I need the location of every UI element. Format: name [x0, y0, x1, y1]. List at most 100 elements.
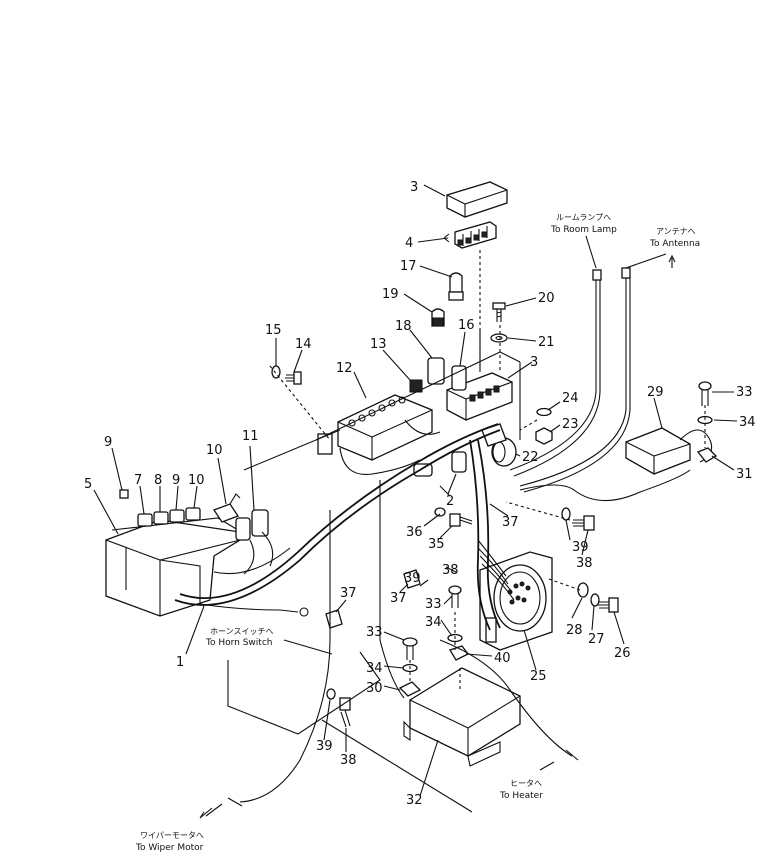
- callout-11: 10: [206, 443, 223, 458]
- callout-5: 5: [84, 477, 92, 492]
- destination-labels: ルームランプへ To Room Lamp アンテナへ To Antenna ホー…: [135, 213, 700, 853]
- antenna-label: To Antenna: [649, 239, 700, 249]
- callout-21: 20: [538, 291, 555, 306]
- indicator-lamp: [409, 357, 467, 393]
- callout-18: 17: [400, 259, 417, 274]
- switch-panel: [105, 517, 249, 617]
- bolt-27: [598, 597, 619, 613]
- clamp-31-lower: [398, 681, 422, 697]
- callout-36: 36: [406, 525, 423, 540]
- bulb-socket: [431, 308, 445, 327]
- callout-29: 28: [566, 623, 583, 638]
- callout-39-mid: 39: [404, 571, 421, 586]
- callout-6: 9: [104, 435, 112, 450]
- horn-switch-label-jp: ホーンスイッチへ: [210, 627, 273, 636]
- antenna-amplifier: [625, 427, 713, 475]
- callout-19: 18: [395, 319, 412, 334]
- callout-40: 40: [494, 651, 511, 666]
- callout-30: 29: [647, 385, 664, 400]
- callout-1: 1: [176, 655, 184, 670]
- callout-39-lower: 39: [316, 739, 333, 754]
- callout-8: 8: [154, 473, 162, 488]
- washer-39-lower: [326, 688, 336, 700]
- washer-36: [434, 507, 446, 517]
- terminal-block: [317, 394, 433, 461]
- wiper-motor-label-jp: ワイパーモータへ: [140, 831, 204, 840]
- callout-34-lower: 34: [366, 661, 383, 676]
- heater-control-box: [403, 667, 521, 767]
- room-lamp-label-jp: ルームランプへ: [556, 213, 611, 222]
- callout-38-lower: 38: [340, 753, 357, 768]
- clamp-37-left: [325, 609, 343, 629]
- callout-10: 10: [188, 473, 205, 488]
- bolt-33-lower: [402, 637, 418, 660]
- nut-24: [535, 427, 553, 445]
- callout-3-top: 3: [410, 180, 418, 195]
- heater-label-jp: ヒータへ: [510, 779, 542, 788]
- leader-lines: [93, 184, 738, 819]
- main-harness: [174, 267, 691, 807]
- bolt-38-right: [572, 515, 595, 531]
- callout-16: 15: [265, 323, 282, 338]
- callout-31-lower: 30: [366, 681, 383, 696]
- callout-33-lower: 33: [366, 625, 383, 640]
- washer: [490, 333, 508, 343]
- bolt-15: [285, 371, 302, 385]
- bolt-33-right: [698, 381, 712, 406]
- callout-13: 12: [336, 361, 353, 376]
- callout-38-right: 38: [576, 556, 593, 571]
- wiper-motor-label: To Wiper Motor: [135, 843, 204, 853]
- callout-28: 27: [588, 632, 605, 647]
- callout-35: 35: [428, 537, 445, 552]
- washer-29: [577, 582, 589, 598]
- callout-37-left: 37: [340, 586, 357, 601]
- callout-26: 25: [530, 669, 547, 684]
- callout-34-mid: 34: [425, 615, 442, 630]
- clamp-31-right: [696, 447, 718, 463]
- callout-27: 26: [614, 646, 631, 661]
- callout-37-right: 37: [502, 515, 519, 530]
- fuse-set: [454, 221, 497, 249]
- callout-14: 13: [370, 337, 387, 352]
- callout-7: 7: [134, 473, 142, 488]
- callout-33-right: 33: [736, 385, 753, 400]
- callout-2: 2: [446, 494, 454, 509]
- clamp-37-mid: [403, 569, 421, 589]
- lamp-bulb: [448, 272, 464, 301]
- key-switch: [213, 493, 241, 523]
- callout-12: 11: [242, 429, 259, 444]
- connector-12: [235, 509, 269, 541]
- bolt-35: [449, 513, 473, 527]
- switch-row: [119, 489, 201, 527]
- callout-39-right: 39: [572, 540, 589, 555]
- callout-23: 22: [522, 450, 539, 465]
- callout-37-mid: 37: [390, 591, 407, 606]
- washer-25: [536, 407, 552, 417]
- callout-25: 24: [562, 391, 579, 406]
- callout-4: 4: [405, 236, 413, 251]
- horn-switch-label: To Horn Switch: [205, 638, 272, 648]
- callout-24: 23: [562, 417, 579, 432]
- callout-3-lower: 3: [530, 355, 538, 370]
- lockwasher-28: [590, 593, 600, 607]
- callout-9: 9: [172, 473, 180, 488]
- bolt-38-lower: [339, 697, 351, 728]
- callout-34-right: 34: [739, 415, 756, 430]
- callout-17: 16: [458, 318, 475, 333]
- callout-38-mid: 38: [442, 563, 459, 578]
- antenna-label-jp: アンテナへ: [656, 227, 696, 236]
- callout-33-mid: 33: [425, 597, 442, 612]
- fuse-box-cover: [446, 181, 508, 218]
- connector-2: [413, 451, 467, 477]
- room-lamp-label: To Room Lamp: [550, 225, 617, 235]
- heater-label: To Heater: [499, 791, 543, 801]
- callout-22: 21: [538, 335, 555, 350]
- screw: [492, 302, 506, 322]
- callout-20: 19: [382, 287, 399, 302]
- callout-32: 32: [406, 793, 423, 808]
- round-connector: [481, 423, 517, 467]
- callout-labels: 3 4 17 19 20 21 15 14 18 16 13 12 3 29 3…: [84, 180, 756, 808]
- callout-31-right: 31: [736, 467, 753, 482]
- callout-15: 14: [295, 337, 312, 352]
